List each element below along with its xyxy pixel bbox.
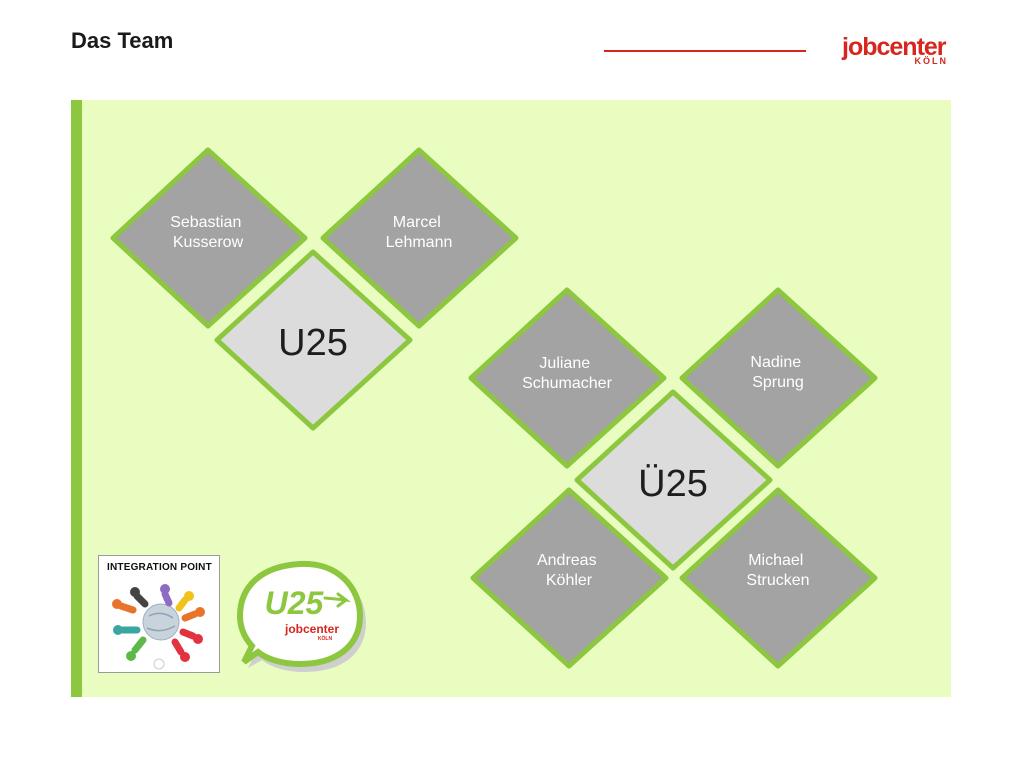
jobcenter-logo-sub: KÖLN [914,56,948,66]
integration-point-logo: INTEGRATION POINT [98,555,220,673]
u25-badge-sub: KÖLN [318,635,333,642]
member-name-line: Juliane [539,355,590,372]
u25-badge-brand: jobcenter [284,622,339,636]
diamond-marcel-lehmann: Marcel Lehmann [320,147,519,329]
svg-text:Andreas Köhler: Andreas Köhler [537,552,601,589]
member-name-line: Strucken [746,572,809,589]
diamond-michael-strucken: Michael Strucken [679,487,878,669]
svg-text:Marcel Lehmann: Marcel Lehmann [386,214,453,251]
svg-text:Juliane Schumacher: Juliane Schumacher [522,355,612,392]
u25-badge-logo: U25 jobcenter KÖLN [236,560,366,672]
member-name-line: Lehmann [386,234,453,251]
svg-text:Nadine Sprung: Nadine Sprung [750,354,805,391]
member-name-line: Andreas [537,552,597,569]
jobcenter-logo-word: jobcenter [842,33,947,61]
diamond-sebastian-kusserow: Sebastian Kusserow [110,147,308,329]
member-name-line: Köhler [546,572,593,589]
diamond-andreas-koehler: Andreas Köhler [470,487,669,669]
jobcenter-logo: jobcenter KÖLN [842,34,954,70]
page-title: Das Team [71,28,174,53]
member-name-line: Schumacher [522,375,612,392]
member-name-line: Nadine [750,354,801,371]
u25-badge-text: U25 [265,585,325,621]
title-underline [604,50,806,52]
member-name-line: Sprung [752,374,804,391]
diamond-nadine-sprung: Nadine Sprung [679,287,878,469]
hub-label-u25: U25 [278,322,348,364]
hub-label-ue25: Ü25 [638,463,708,505]
integration-point-title: INTEGRATION POINT [107,562,212,573]
member-name-line: Marcel [393,214,441,231]
member-name-line: Kusserow [173,234,244,251]
svg-text:Sebastian Kusserow: Sebastian Kusserow [170,214,246,251]
hub-u25: U25 [214,249,413,431]
diamond-juliane-schumacher: Juliane Schumacher [468,287,667,469]
hub-ue25: Ü25 [574,389,773,571]
integration-point-figures-icon [112,584,205,670]
member-name-line: Sebastian [170,214,241,231]
panel-accent-bar [71,100,82,697]
svg-text:Michael Strucken: Michael Strucken [746,552,809,589]
member-name-line: Michael [748,552,803,569]
